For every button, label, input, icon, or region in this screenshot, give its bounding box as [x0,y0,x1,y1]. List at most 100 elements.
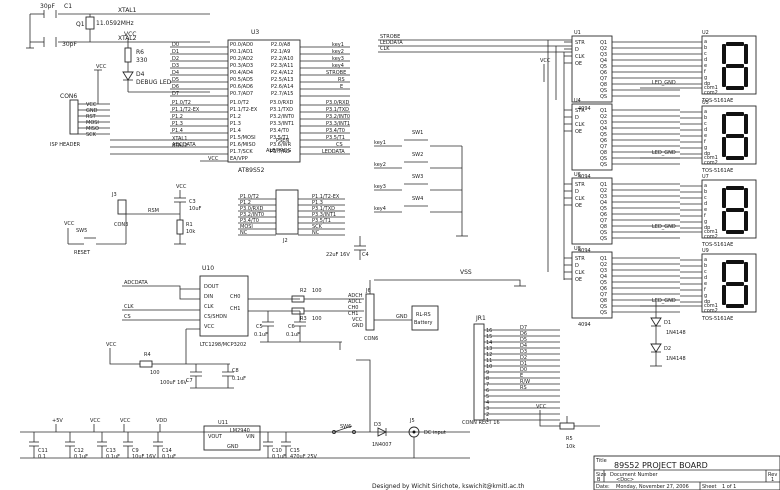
pin-p3-7: P3.7/RD [270,149,290,155]
r1-label: R1 [186,222,193,228]
jr1-pin-number: 16 [486,328,492,334]
r1-value: 10k [186,229,195,235]
segment-e-icon [722,211,726,231]
shift-output-pin: Q8 [600,82,607,88]
j2-r2: P3.1/TXD [312,206,335,212]
u3-mcu: U3 AT89S52 D0 P0.0/AD0 D1 P0.1/AD1 D2 P0… [110,29,350,174]
shift-output-pin: Q7 [600,76,607,82]
seg-pin-label: d [704,57,707,63]
net-clk-top: CLK [380,46,390,52]
seg-pin-label: a [704,109,707,115]
pin-p0-0: P0.0/AD0 [230,42,253,48]
segment-b-icon [744,262,748,282]
d2-diode-icon [650,343,662,353]
shift-ref: U1 [574,30,581,36]
shift-input-pin: OE [575,61,582,67]
j6-p3: CH1 [348,311,358,317]
shift-output-pin: Q3 [600,194,607,200]
jr1-net-label: D7 [520,325,527,331]
shift-input-pin: OE [575,129,582,135]
shift-nets: STROBE LEDDATA CLK VCC [378,34,572,280]
jr1-net-label: D1 [520,361,527,367]
com-pin-label: com2 [704,90,718,96]
shift-input-pin: CLK [575,270,585,276]
shift-registers: U14094STRDCLKOEQ1Q2Q3Q4Q5Q6Q7Q8QSQSU4409… [564,30,680,328]
key4-net: key4 [374,206,386,212]
net-d2: D2 [172,56,179,62]
display-body [701,253,757,313]
shift-output-pin: QS [600,88,607,94]
crystal-section: 30pF C1 XTAL1 11.0592MHz Q1 30pF XTAL2 [26,3,210,49]
shift-output-pin: Q2 [600,114,607,120]
r3-value: 100 [312,316,322,322]
cap-ref: C15 [290,448,300,454]
r4-label: R4 [144,352,151,358]
u10-body [199,275,249,337]
shift-input-pin: D [575,47,579,53]
seg-pin-label: dp [704,299,710,305]
seg-pin-label: g [704,145,707,151]
net-xtal1: XTAL1 [172,136,187,142]
net-key3: key3 [332,56,344,62]
pin-p1-6: P1.6/MISO [230,142,256,148]
seven-seg-displays: U2TOS-5161AEabcdefgdpcom1com2LED_GNDU5TO… [640,30,757,322]
segment-f-icon [722,262,726,282]
shift-output-pin: Q4 [600,126,607,132]
u3-p2-pins: P2.0/A8 P2.1/A9 P2.2/A10 P2.3/A11 P2.4/A… [271,42,350,97]
shift-ref: U6 [574,172,581,178]
pin-p3-3: P3.3/INT1 [270,121,294,127]
j2-l2: P3.0/RXD [240,206,264,212]
jr1-net-label: D2 [520,355,527,361]
seg-pin-label: a [704,39,707,45]
shift-output-pin: QS [600,304,607,310]
pin-p0-2: P0.2/AD2 [230,56,253,62]
segment-e-icon [722,67,726,87]
key1-net: key1 [374,140,386,146]
sensor-section: J6 ADCH ADCL CH0 CH1 VCC GND CON6 RL-RS … [348,269,526,342]
seg-pin-label: f [704,69,706,75]
u3-p0-pins: D0 P0.0/AD0 D1 P0.1/AD1 D2 P0.2/AD2 D3 P… [170,42,253,97]
shift-part: 4094 [578,322,591,328]
display-ref: U9 [702,248,709,254]
net-p3-1: P3.1/TXD [326,107,349,113]
net-d0: D0 [172,42,179,48]
net-p1-4: P1.4 [172,128,183,134]
shift-output-pin: QS [600,94,607,100]
seg-pin-label: a [704,257,707,263]
pin-p2-5: P2.5/A13 [271,77,293,83]
net-strobe-top: STROBE [380,34,400,40]
sensor-net: GND [396,314,408,320]
segment-a-icon [726,186,744,190]
shift-output-pin: Q1 [600,182,607,188]
adc-cs: CS/SHDN [204,314,227,320]
j3-body [117,199,127,215]
seg-pin-label: f [704,213,706,219]
display-ref: U7 [702,174,709,180]
key-switch-2: SW2 key2 [374,152,462,169]
d3-diode-icon [377,427,388,437]
shift-output-pin: Q8 [600,298,607,304]
j2-r6: NC [312,230,320,236]
net-xtal2: XTAL2 [172,143,187,149]
net-adcdata: ADCDATA [172,142,196,148]
jr1-pin-number: 3 [486,406,489,412]
vcc-debug: VCC [124,31,136,38]
j2-l5: MOSI [240,224,253,230]
pin-p2-4: P2.4/A12 [271,70,293,76]
jr1-pin-number: 4 [486,400,489,406]
jr1-net-label: D0 [520,367,527,373]
rail-vcc1: VCC [90,418,101,424]
net-p1-3: P1.3 [172,121,183,127]
vss-label: VSS [460,269,472,276]
j2-header: J2 P1.0/T2 P1.2 P3.0/RXD P3.2/INT0 P3.4/… [238,189,345,244]
c6-label: C6 [288,324,295,330]
rev-value: 1 [771,477,774,483]
segment-d-icon [726,86,744,90]
sheet-value: 1 of 1 [722,484,736,490]
r5-label: R5 [566,436,573,442]
jr1-pin-number: 10 [486,364,492,370]
